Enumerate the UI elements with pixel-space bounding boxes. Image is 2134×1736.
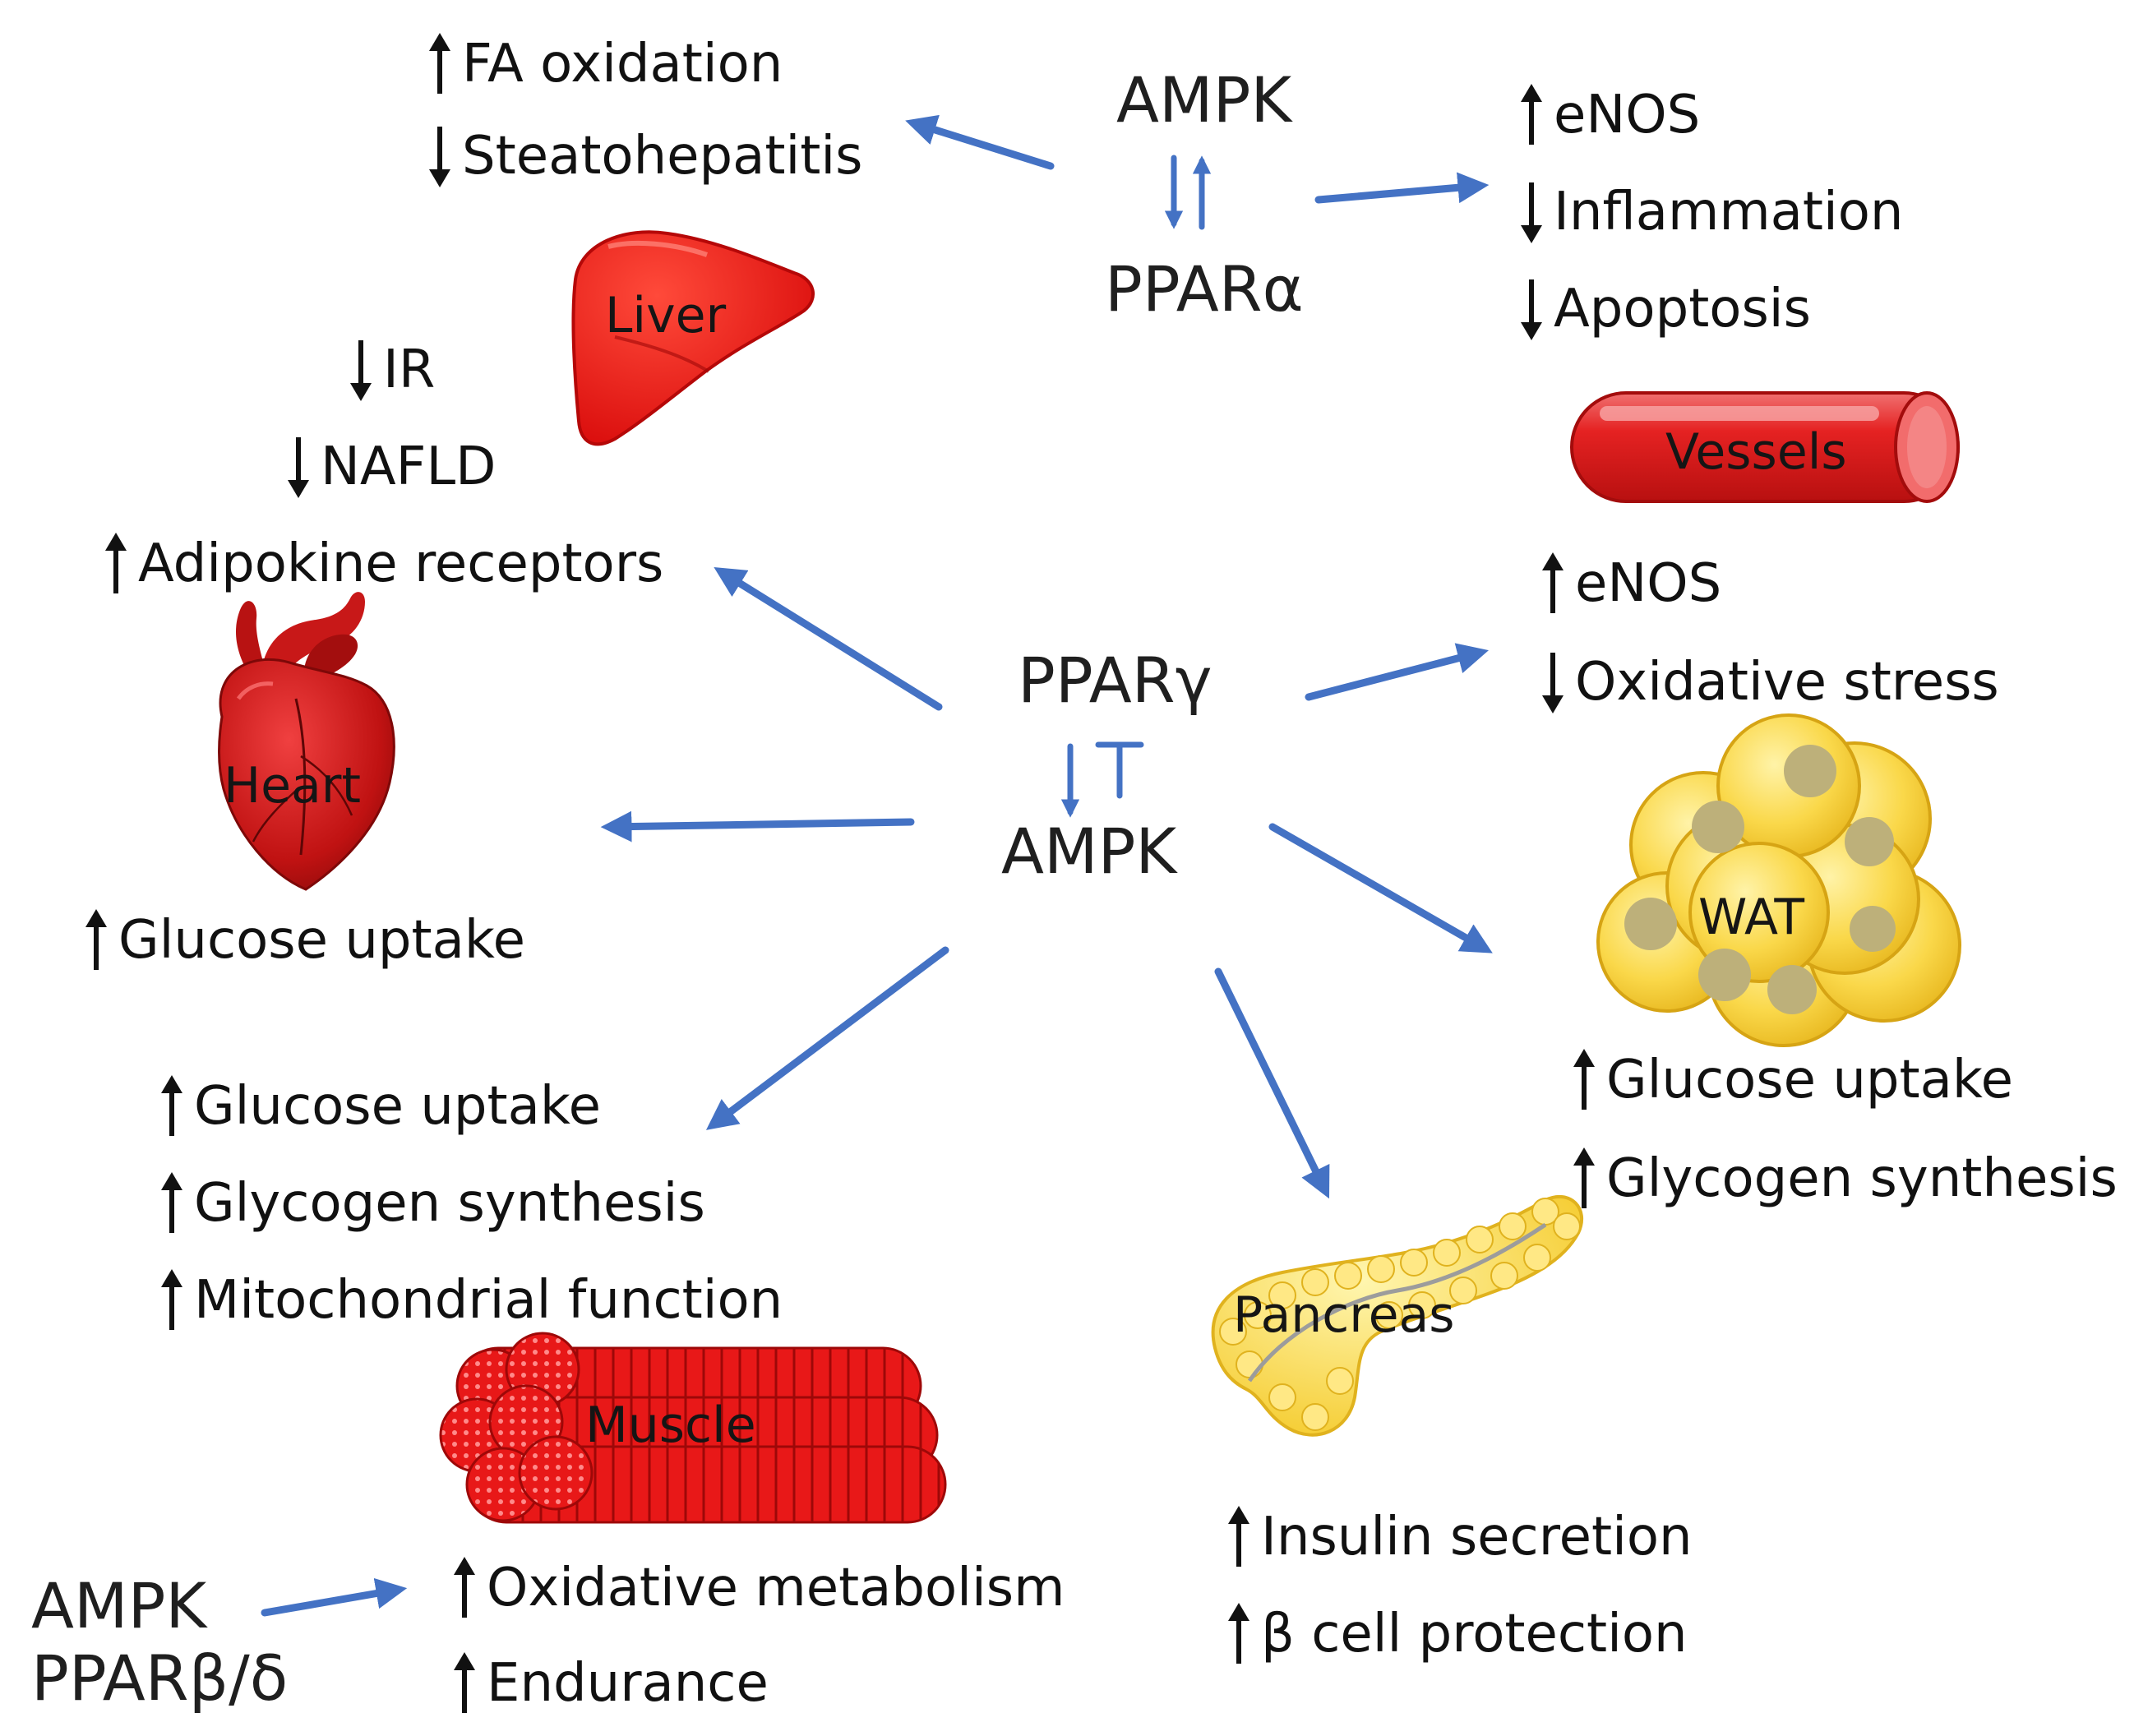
effect-item: Glucose uptake xyxy=(1570,1047,2013,1113)
hub-center-ampk: AMPK xyxy=(1001,815,1177,888)
pancreas-icon xyxy=(1211,1194,1584,1437)
down-arrow-icon xyxy=(1521,279,1542,340)
effect-text: Adipokine receptors xyxy=(138,533,664,594)
down-arrow-icon xyxy=(288,437,309,498)
down-arrow-icon xyxy=(1542,653,1564,713)
up-arrow-icon xyxy=(1542,552,1564,613)
hub-interaction-arrows xyxy=(1060,155,1212,818)
effect-text: Glucose uptake xyxy=(194,1076,601,1137)
arrow-ppargamma-to-liver xyxy=(714,567,943,711)
effect-item: Steatohepatitis xyxy=(426,123,862,189)
effect-item: Adipokine receptors xyxy=(102,531,663,597)
arrow-delta-to-muscle xyxy=(261,1577,408,1617)
effect-item: IR xyxy=(347,337,435,403)
up-arrow-icon xyxy=(105,533,127,593)
hub-top-ampk: AMPK xyxy=(1116,63,1292,136)
effect-item: Inflammation xyxy=(1517,179,1903,245)
effect-item: FA oxidation xyxy=(426,31,783,97)
down-arrow-icon xyxy=(1521,182,1542,243)
up-arrow-icon xyxy=(161,1075,182,1136)
effect-text: Oxidative stress xyxy=(1575,652,1999,713)
effect-item: Glucose uptake xyxy=(158,1073,601,1139)
hub-top-pparalpha: PPARα xyxy=(1105,252,1304,326)
organ-label-liver: Liver xyxy=(605,287,727,344)
arrow-ampk-to-pancreas xyxy=(1214,967,1330,1199)
organ-label-wat: WAT xyxy=(1698,889,1805,946)
effect-text: Inflammation xyxy=(1554,182,1904,242)
arrow-ampk-to-heart xyxy=(600,810,915,843)
up-arrow-icon xyxy=(429,33,450,94)
up-arrow-icon xyxy=(1573,1147,1595,1208)
effect-text: Apoptosis xyxy=(1554,279,1811,339)
adipose-tissue-icon xyxy=(1596,713,1961,1047)
arrow-ampk-to-wat xyxy=(1268,823,1493,953)
up-arrow-icon xyxy=(1521,84,1542,145)
down-arrow-icon xyxy=(350,340,372,401)
effect-text: eNOS xyxy=(1575,553,1722,614)
hub-center-ppargamma: PPARγ xyxy=(1018,644,1212,717)
arrow-ppargamma-to-vessels xyxy=(1305,643,1489,701)
effect-text: Mitochondrial function xyxy=(194,1270,783,1331)
effect-item: eNOS xyxy=(1539,551,1721,616)
effect-item: Oxidative metabolism xyxy=(450,1555,1065,1621)
effect-item: Insulin secretion xyxy=(1225,1504,1693,1570)
effect-text: Glycogen synthesis xyxy=(1606,1148,2118,1209)
effect-text: Glucose uptake xyxy=(118,910,525,971)
effect-text: Glycogen synthesis xyxy=(194,1173,705,1234)
up-arrow-icon xyxy=(1573,1049,1595,1110)
effect-item: Apoptosis xyxy=(1517,276,1811,342)
effect-text: Glucose uptake xyxy=(1606,1050,2013,1110)
effect-text: β cell protection xyxy=(1261,1604,1688,1664)
effect-item: eNOS xyxy=(1517,82,1700,148)
heart-icon xyxy=(218,592,395,891)
arrow-ampk-to-muscle xyxy=(705,946,949,1130)
up-arrow-icon xyxy=(85,909,107,970)
effect-item: Glycogen synthesis xyxy=(1570,1146,2118,1212)
organ-label-pancreas: Pancreas xyxy=(1233,1286,1455,1344)
effect-item: NAFLD xyxy=(284,434,496,500)
effect-item: Endurance xyxy=(450,1651,769,1716)
organ-label-muscle: Muscle xyxy=(585,1397,756,1454)
effect-text: Endurance xyxy=(487,1653,769,1714)
down-arrow-icon xyxy=(429,127,450,187)
up-arrow-icon xyxy=(1228,1506,1249,1567)
effect-text: eNOS xyxy=(1554,85,1701,145)
effect-item: Oxidative stress xyxy=(1539,649,1999,715)
vessel-icon xyxy=(1570,391,1960,503)
liver-icon xyxy=(571,230,815,446)
up-arrow-icon xyxy=(161,1269,182,1330)
effect-text: Oxidative metabolism xyxy=(487,1558,1065,1618)
effect-item: β cell protection xyxy=(1225,1601,1688,1667)
effect-item: Glucose uptake xyxy=(82,907,525,973)
up-arrow-icon xyxy=(454,1557,475,1618)
organ-label-vessels: Vessels xyxy=(1665,423,1847,481)
up-arrow-icon xyxy=(161,1172,182,1233)
arrow-ampk-to-liver-top xyxy=(905,114,1055,170)
relation-arrows xyxy=(261,114,1493,1617)
effect-text: Insulin secretion xyxy=(1261,1507,1693,1567)
effect-text: IR xyxy=(383,339,436,400)
arrow-ampk-to-vessels-top xyxy=(1314,172,1490,204)
hub-bottom-pparbetadelta: PPARβ/δ xyxy=(31,1641,289,1715)
muscle-fiber-icon xyxy=(439,1332,947,1524)
effect-text: NAFLD xyxy=(321,436,497,497)
organ-label-heart: Heart xyxy=(224,757,361,815)
hub-bottom-ampk: AMPK xyxy=(31,1569,207,1642)
up-arrow-icon xyxy=(1228,1603,1249,1664)
up-arrow-icon xyxy=(454,1652,475,1713)
effect-item: Glycogen synthesis xyxy=(158,1170,705,1236)
effect-text: Steatohepatitis xyxy=(462,126,863,187)
effect-text: FA oxidation xyxy=(462,34,783,95)
inhibition-bar-ampk-ppargamma xyxy=(1095,741,1144,799)
effect-item: Mitochondrial function xyxy=(158,1267,783,1333)
